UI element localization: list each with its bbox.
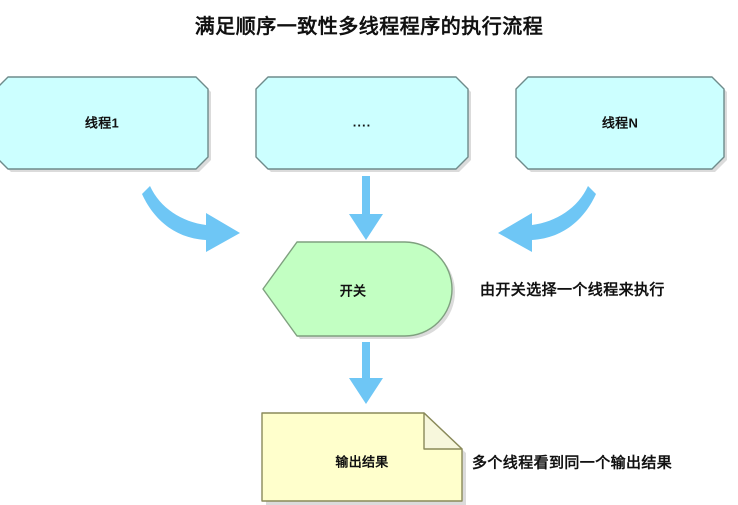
thread-first-label: 线程1 (84, 115, 120, 131)
switch-shape[interactable] (262, 241, 453, 337)
thread-ellipsis-shape[interactable] (255, 76, 469, 170)
arrow-thread-last-to-switch (498, 186, 596, 252)
arrow-thread-first-to-switch (142, 186, 240, 252)
thread-first-shape[interactable] (0, 76, 209, 170)
arrow-switch-to-output (349, 342, 383, 404)
switch-label: 开关 (339, 283, 367, 299)
output-label: 输出结果 (335, 454, 389, 470)
arrow-thread-ellipsis-to-switch (349, 176, 383, 240)
output-note: 多个线程看到同一个输出结果 (472, 454, 673, 472)
thread-last-shape[interactable] (515, 76, 725, 170)
thread-ellipsis-label: .... (352, 114, 372, 130)
output-shape[interactable] (261, 412, 463, 502)
page-title: 满足顺序一致性多线程程序的执行流程 (194, 16, 544, 38)
thread-last-label: 线程N (601, 115, 639, 131)
switch-note: 由开关选择一个线程来执行 (480, 281, 665, 299)
output-fold-icon (423, 412, 463, 450)
